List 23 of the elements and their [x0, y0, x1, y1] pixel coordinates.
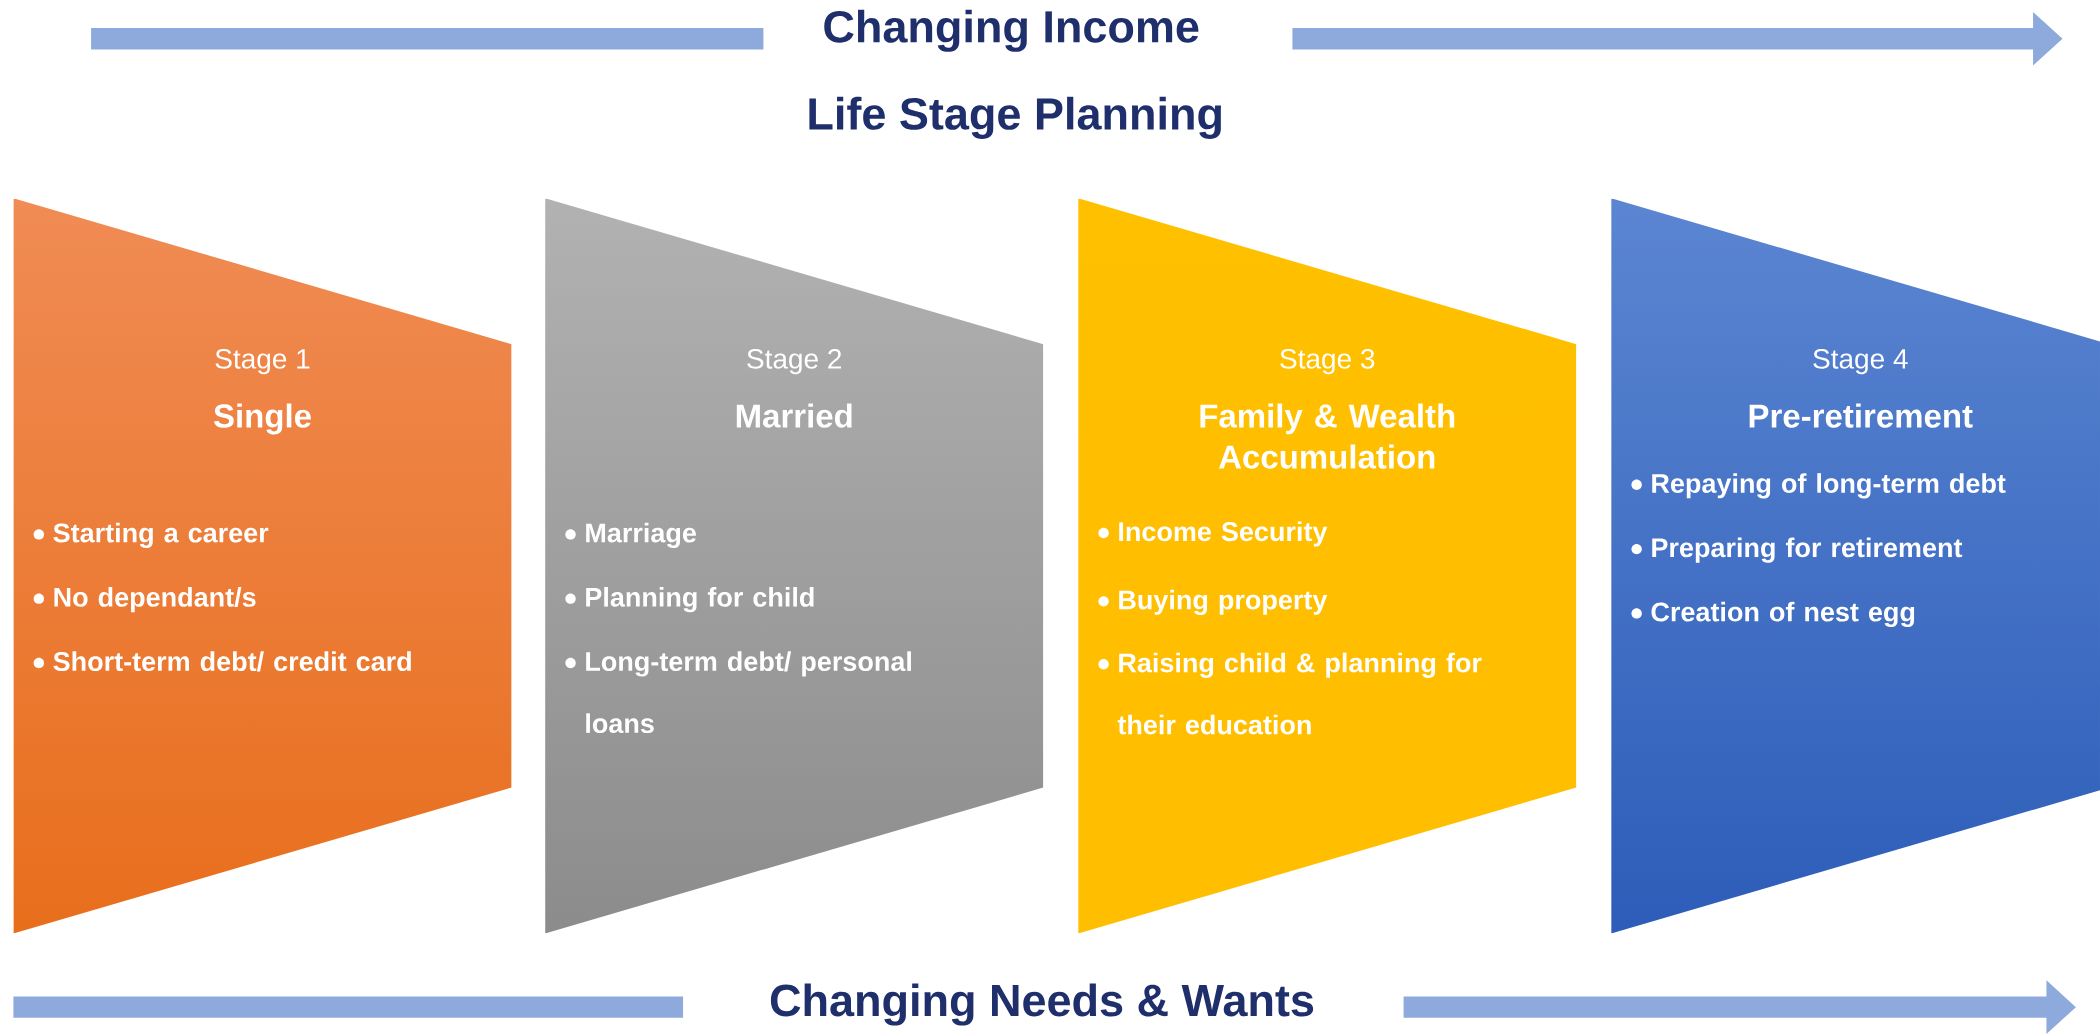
bullet-item: Income Security: [1119, 521, 1328, 547]
bullet-item: No dependant/s: [54, 587, 256, 613]
stage-heading: Pre-retirement: [1749, 403, 1973, 428]
title: Life Stage Planning: [809, 96, 1221, 139]
bullet-item: Planning for child: [586, 587, 814, 613]
bullet-item: Creation of nest egg: [1651, 601, 1915, 628]
bullet-item: Buying property: [1119, 589, 1328, 615]
stage-label: Stage 4: [1813, 348, 1908, 375]
bullet-item: Repaying of long-term debt: [1652, 473, 2006, 499]
stage-heading: Single: [213, 403, 311, 435]
bullet-item: Short-term debt/ credit card: [53, 651, 411, 672]
stage-label: Stage 2: [747, 348, 842, 375]
bullet-item: Marriage: [586, 522, 696, 549]
banner-text: Changing Needs & Wants: [770, 983, 1314, 1026]
bullet-item: Preparing for retirement: [1652, 537, 1963, 563]
stage-heading: Family & Wealth Accumulation: [1200, 403, 1455, 469]
bullet-item: Starting a career: [53, 522, 269, 549]
stage-heading: Married: [736, 403, 852, 428]
bullet-item: Long-term debt/ personal loans: [586, 651, 911, 734]
bullet-item: Raising child & planning for their education: [1117, 652, 1482, 735]
banner-text: Changing Income: [824, 9, 1199, 52]
stage-label: Stage 3: [1280, 348, 1375, 375]
stage-label: Stage 1: [215, 348, 310, 375]
